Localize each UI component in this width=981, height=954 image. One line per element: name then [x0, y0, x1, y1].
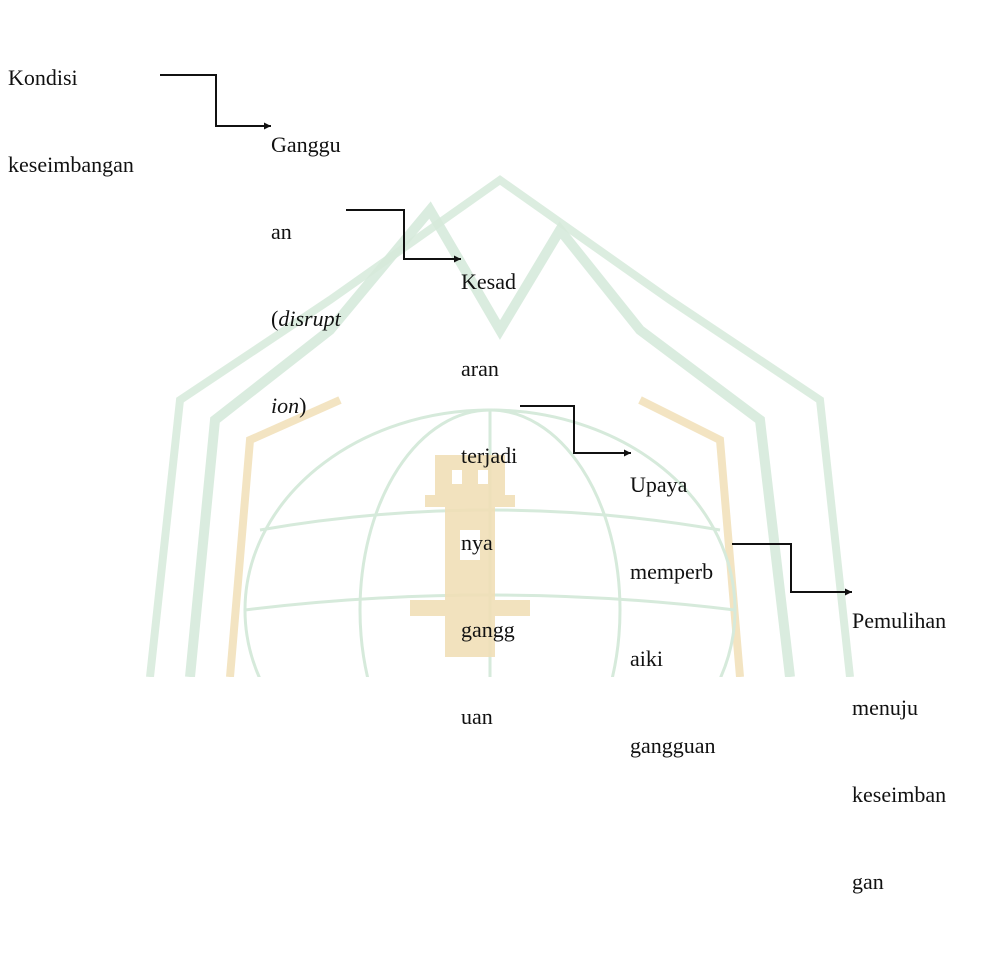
node-line: Pemulihan [852, 608, 947, 633]
node-line: gangg [461, 617, 515, 642]
node-line: Upaya [630, 472, 688, 497]
node-upaya: Upaya memperb aiki gangguan [630, 412, 716, 818]
node-line: (disrupt [271, 304, 341, 333]
node-line: Ganggu [271, 132, 341, 157]
university-seal-watermark [146, 175, 854, 677]
node-kondisi-keseimbangan: Kondisi keseimbangan [8, 5, 134, 237]
node-line: aran [461, 356, 499, 381]
arrow-3 [520, 405, 631, 457]
node-line: terjadi [461, 443, 518, 468]
arrow-2 [346, 209, 461, 263]
node-line: Kondisi [8, 65, 78, 90]
node-line: an [271, 219, 292, 244]
node-line: ion) [271, 391, 341, 420]
node-line: uan [461, 704, 493, 729]
italic-term: disrupt [278, 306, 341, 331]
flow-diagram: Kondisi keseimbangan Ganggu an (disrupt … [8, 5, 946, 894]
italic-term: ion [271, 393, 300, 418]
node-line: Kesad [461, 269, 516, 294]
node-line: gan [852, 869, 884, 894]
node-gangguan: Ganggu an (disrupt ion) [271, 72, 341, 478]
node-line: aiki [630, 646, 663, 671]
node-line: gangguan [630, 733, 716, 758]
connector-arrows [160, 74, 852, 596]
arrow-4 [732, 543, 852, 596]
node-line: memperb [630, 559, 714, 584]
node-line: menuju [852, 695, 918, 720]
node-line: keseimbangan [8, 152, 134, 177]
node-kesadaran: Kesad aran terjadi nya gangg uan [461, 209, 517, 789]
node-pemulihan: Pemulihan menuju keseimban gan [852, 548, 946, 954]
arrow-1 [160, 74, 271, 130]
node-line: nya [461, 530, 493, 555]
node-line: keseimban [852, 782, 947, 807]
paren-open: ( [271, 306, 279, 331]
paren-close: ) [299, 393, 307, 418]
